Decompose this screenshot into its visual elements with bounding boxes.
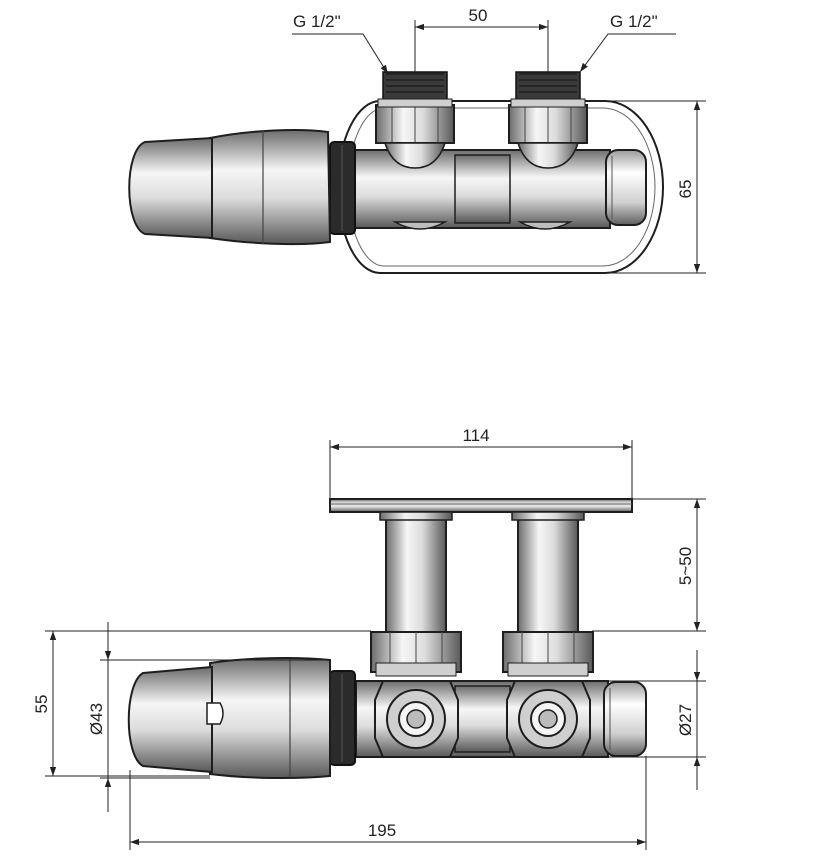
head-notch (206, 702, 224, 725)
top-left-thread (377, 71, 453, 108)
right-thread-label: G 1/2" (610, 12, 658, 31)
leader-right-thread: G 1/2" (579, 12, 676, 73)
adjust-range-label: 5~50 (676, 547, 695, 585)
top-view: 50 G 1/2" G 1/2" 65 (128, 6, 706, 274)
right-riser (517, 511, 579, 635)
top-left-nut (375, 104, 455, 169)
dim-adjust-range: 5~50 (592, 498, 706, 632)
dim-plate-width: 114 (329, 426, 633, 499)
dim-height-front: 55 (32, 630, 371, 777)
left-thread-label: G 1/2" (293, 12, 341, 31)
height-label-top: 65 (676, 180, 695, 199)
dim-height-top: 65 (590, 100, 706, 274)
front-right-port (506, 680, 591, 758)
plate-width-label: 114 (462, 426, 489, 445)
head-diameter-label: Ø43 (87, 703, 106, 735)
front-left-nut (370, 631, 462, 677)
dim-head-diameter: Ø43 (87, 622, 330, 812)
top-right-thread (510, 71, 586, 108)
top-thermostat-head (209, 129, 332, 246)
leader-left-thread: G 1/2" (292, 12, 389, 75)
total-length-label: 195 (368, 821, 396, 840)
top-right-nut (508, 104, 588, 169)
front-right-nut (502, 631, 594, 677)
body-diameter-label: Ø27 (676, 704, 695, 736)
dim-total-length: 195 (129, 756, 647, 850)
dim-spacing: 50 (414, 6, 549, 72)
height-label-front: 55 (32, 695, 51, 714)
left-riser (385, 511, 447, 635)
front-left-port (374, 680, 459, 758)
front-thermostat-head (209, 657, 331, 780)
top-end-cap (605, 149, 647, 226)
spacing-label: 50 (469, 6, 488, 25)
dim-body-diameter: Ø27 (608, 650, 706, 790)
front-end-cap (603, 681, 647, 757)
front-view: 114 (32, 426, 706, 850)
wall-plate (329, 498, 633, 513)
